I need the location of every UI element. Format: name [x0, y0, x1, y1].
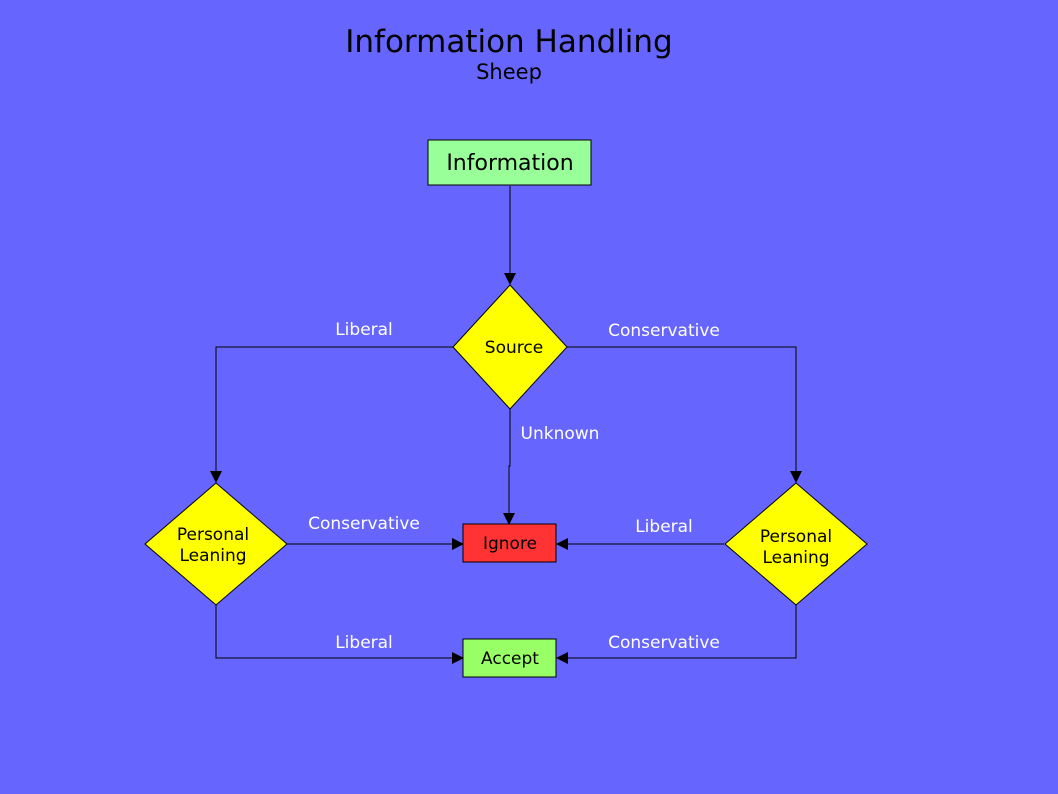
edge-source-to-ignore — [503, 408, 515, 525]
accept-node-label: Accept — [481, 649, 539, 669]
edge-label-left-conservative: Conservative — [308, 514, 420, 534]
ignore-node-label: Ignore — [483, 534, 537, 554]
right-leaning-decision-node: Personal Leaning — [724, 482, 868, 606]
left-leaning-label-line2: Leaning — [179, 546, 246, 566]
diagram-subtitle: Sheep — [476, 60, 542, 84]
information-node-label: Information — [446, 151, 573, 176]
left-leaning-label-line1: Personal — [177, 525, 249, 545]
edge-label-source-conservative: Conservative — [608, 321, 720, 341]
ignore-node: Ignore — [462, 523, 557, 563]
source-decision-label: Source — [485, 338, 543, 358]
source-decision-node: Source — [452, 284, 568, 410]
edge-label-right-conservative: Conservative — [608, 633, 720, 653]
edge-label-source-unknown: Unknown — [521, 424, 600, 444]
edge-source-to-right-leaning — [567, 346, 802, 483]
edge-label-source-liberal: Liberal — [335, 320, 393, 340]
right-leaning-label-line2: Leaning — [762, 548, 829, 568]
information-node: Information — [427, 139, 592, 186]
accept-node: Accept — [462, 638, 557, 678]
edge-left-leaning-to-accept — [215, 604, 464, 664]
right-leaning-label-line1: Personal — [760, 527, 832, 547]
left-leaning-decision-node: Personal Leaning — [144, 482, 288, 606]
edge-label-left-liberal: Liberal — [335, 633, 393, 653]
edge-source-to-left-leaning — [210, 346, 453, 483]
edge-label-right-liberal: Liberal — [635, 517, 693, 537]
edge-right-leaning-to-accept — [556, 604, 797, 664]
diagram-title: Information Handling — [345, 24, 672, 60]
